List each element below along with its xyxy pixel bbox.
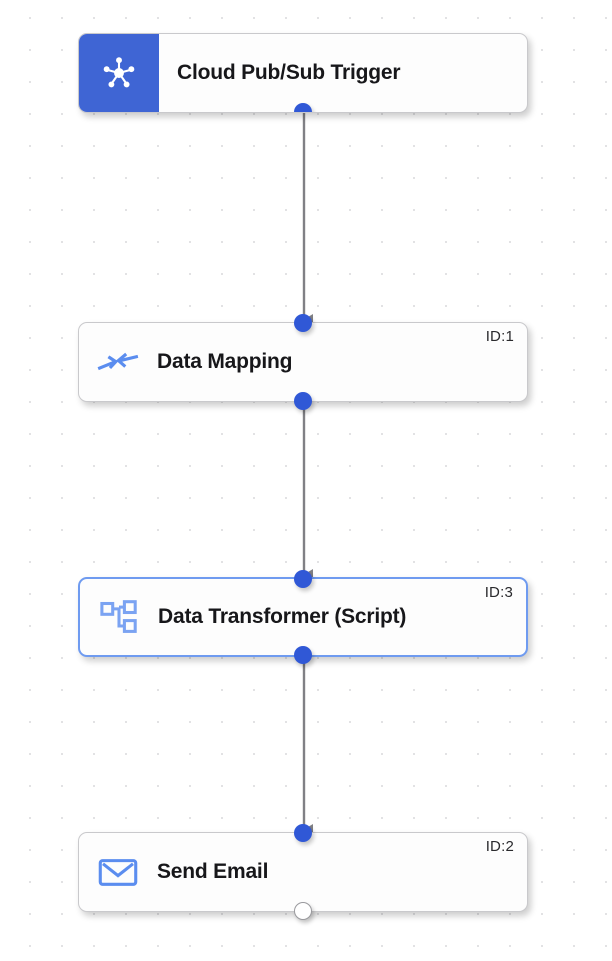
node-label: Send Email <box>157 860 269 883</box>
node-tree-icon <box>80 599 158 635</box>
source-handle[interactable] <box>294 646 312 664</box>
source-handle[interactable] <box>294 103 312 112</box>
target-handle[interactable] <box>294 824 312 842</box>
data-mapping-arrows-icon <box>79 347 157 377</box>
node-data-transformer-script[interactable]: Data Transformer (Script) ID:3 <box>78 570 528 664</box>
node-id-badge: ID:2 <box>485 838 514 855</box>
pubsub-hub-icon <box>79 34 159 112</box>
node-cloud-pubsub-trigger[interactable]: Cloud Pub/Sub Trigger <box>78 33 528 113</box>
node-data-mapping[interactable]: Data Mapping ID:1 <box>78 314 528 410</box>
node-id-badge: ID:1 <box>485 328 514 345</box>
node-id-badge: ID:3 <box>484 584 513 601</box>
node-label: Data Transformer (Script) <box>158 605 407 628</box>
node-send-email[interactable]: Send Email ID:2 <box>78 824 528 920</box>
target-handle[interactable] <box>294 570 312 588</box>
node-label: Cloud Pub/Sub Trigger <box>177 61 401 84</box>
node-label: Data Mapping <box>157 350 293 373</box>
source-handle[interactable] <box>294 902 312 920</box>
source-handle[interactable] <box>294 392 312 410</box>
target-handle[interactable] <box>294 314 312 332</box>
envelope-icon <box>79 856 157 888</box>
